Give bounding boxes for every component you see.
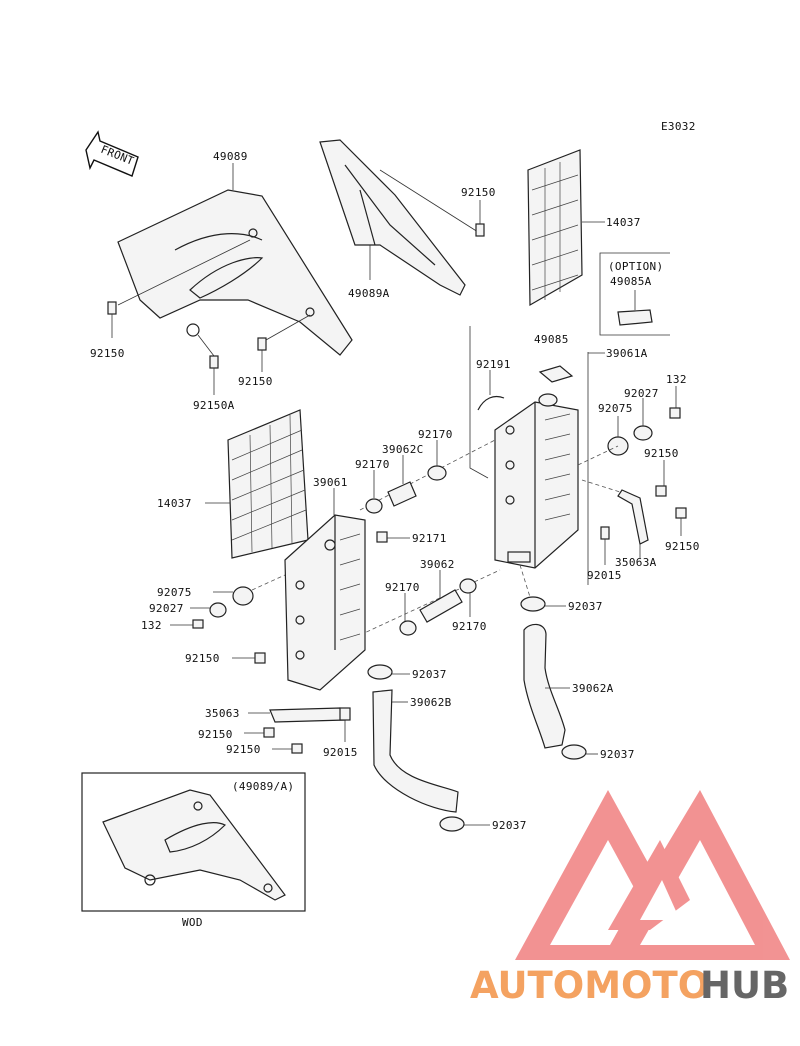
label-92150-right2: 92150 <box>665 540 700 553</box>
label-35063: 35063 <box>205 707 240 720</box>
radiator-shroud-right <box>319 139 466 296</box>
option-box: (OPTION) 49085A <box>599 252 670 336</box>
watermark-text-accent: AUTOMOTO <box>470 964 709 1007</box>
label-39062A: 39062A <box>572 682 614 695</box>
bolt-icon <box>675 507 687 519</box>
label-92027-left: 92027 <box>149 602 184 615</box>
bolt-icon <box>669 407 681 419</box>
hose-clamp-icon <box>561 744 587 760</box>
label-92150A: 92150A <box>193 399 235 412</box>
bolt-icon <box>254 652 266 664</box>
label-92037-rightlow: 92037 <box>600 748 635 761</box>
label-92037-mid: 92037 <box>412 668 447 681</box>
label-92150-bl2: 92150 <box>226 743 261 756</box>
hose-clamp-icon <box>520 596 546 612</box>
bolt-icon <box>192 619 204 629</box>
label-92191: 92191 <box>476 358 511 371</box>
hose-clamp-icon <box>399 620 417 636</box>
watermark-logo-icon <box>515 790 790 960</box>
clip-icon <box>339 707 351 721</box>
radiator-cap-icon <box>538 365 574 383</box>
radiator-left <box>284 514 366 691</box>
label-92150-bl1: 92150 <box>198 728 233 741</box>
label-92171: 92171 <box>412 532 447 545</box>
label-92170-mid: 92170 <box>385 581 420 594</box>
label-92075-left: 92075 <box>157 586 192 599</box>
label-39061A: 39061A <box>606 347 648 360</box>
front-arrow-icon: FRONT <box>85 130 139 177</box>
label-49089A: 49089A <box>348 287 390 300</box>
hose-clamp-icon <box>367 664 393 680</box>
option-title: (OPTION) <box>608 260 663 273</box>
bolt-icon <box>257 337 267 372</box>
hose-clamp-icon <box>439 816 465 832</box>
inset-caption: WOD <box>182 916 203 929</box>
breather-hose <box>477 395 505 411</box>
radiator-grille-left <box>227 409 309 559</box>
bolt-icon <box>291 743 303 754</box>
watermark-text-dark: HUB <box>700 964 789 1007</box>
label-92015-left: 92015 <box>323 746 358 759</box>
radiator-grille-right <box>527 149 583 307</box>
label-92170-midr: 92170 <box>452 620 487 633</box>
bracket-right <box>617 489 649 545</box>
bolt-icon <box>107 301 117 338</box>
label-92075-right: 92075 <box>598 402 633 415</box>
label-92170-top: 92170 <box>418 428 453 441</box>
bolt-icon <box>263 727 275 738</box>
inset-box: (49089/A) WOD <box>81 772 306 929</box>
label-92150-right1: 92150 <box>644 447 679 460</box>
clip-icon <box>600 526 610 540</box>
radiator-right <box>494 393 579 569</box>
label-49085: 49085 <box>534 333 569 346</box>
label-14037-left: 14037 <box>157 497 192 510</box>
bolt-icon <box>475 223 485 237</box>
label-39062C: 39062C <box>382 443 424 456</box>
label-92150-leftlow: 92150 <box>185 652 220 665</box>
label-92150-shroud: 92150 <box>461 186 496 199</box>
hose-lower-right <box>523 623 566 749</box>
label-92027-right: 92027 <box>624 387 659 400</box>
hose-short <box>387 481 417 507</box>
option-part: 49085A <box>610 275 652 288</box>
label-92037-bottom: 92037 <box>492 819 527 832</box>
radiator-shroud-left <box>117 189 353 356</box>
hose-clamp-icon <box>427 465 447 481</box>
label-39061: 39061 <box>313 476 348 489</box>
bracket-left <box>269 707 346 723</box>
label-132-left: 132 <box>141 619 162 632</box>
hose-clamp-icon <box>459 578 477 594</box>
collar-icon <box>209 602 227 618</box>
inset-title: (49089/A) <box>232 780 294 793</box>
label-92037-right: 92037 <box>568 600 603 613</box>
grommet-icon <box>232 586 254 606</box>
label-92150-left: 92150 <box>90 347 125 360</box>
label-14037-right: 14037 <box>606 216 641 229</box>
label-92150-lower: 92150 <box>238 375 273 388</box>
label-39062: 39062 <box>420 558 455 571</box>
label-39062B: 39062B <box>410 696 452 709</box>
hose-clamp-icon <box>365 498 383 514</box>
bolt-icon <box>655 485 667 497</box>
label-132-right: 132 <box>666 373 687 386</box>
hose-lower-left <box>372 689 459 813</box>
hose-middle <box>419 589 463 623</box>
label-92015-right: 92015 <box>587 569 622 582</box>
label-92170-left: 92170 <box>355 458 390 471</box>
label-35063A: 35063A <box>615 556 657 569</box>
diagram-code: E3032 <box>661 120 696 133</box>
collar-icon <box>633 425 653 441</box>
bolt-icon <box>209 355 219 395</box>
label-49089: 49089 <box>213 150 248 163</box>
clip-icon <box>376 531 388 543</box>
